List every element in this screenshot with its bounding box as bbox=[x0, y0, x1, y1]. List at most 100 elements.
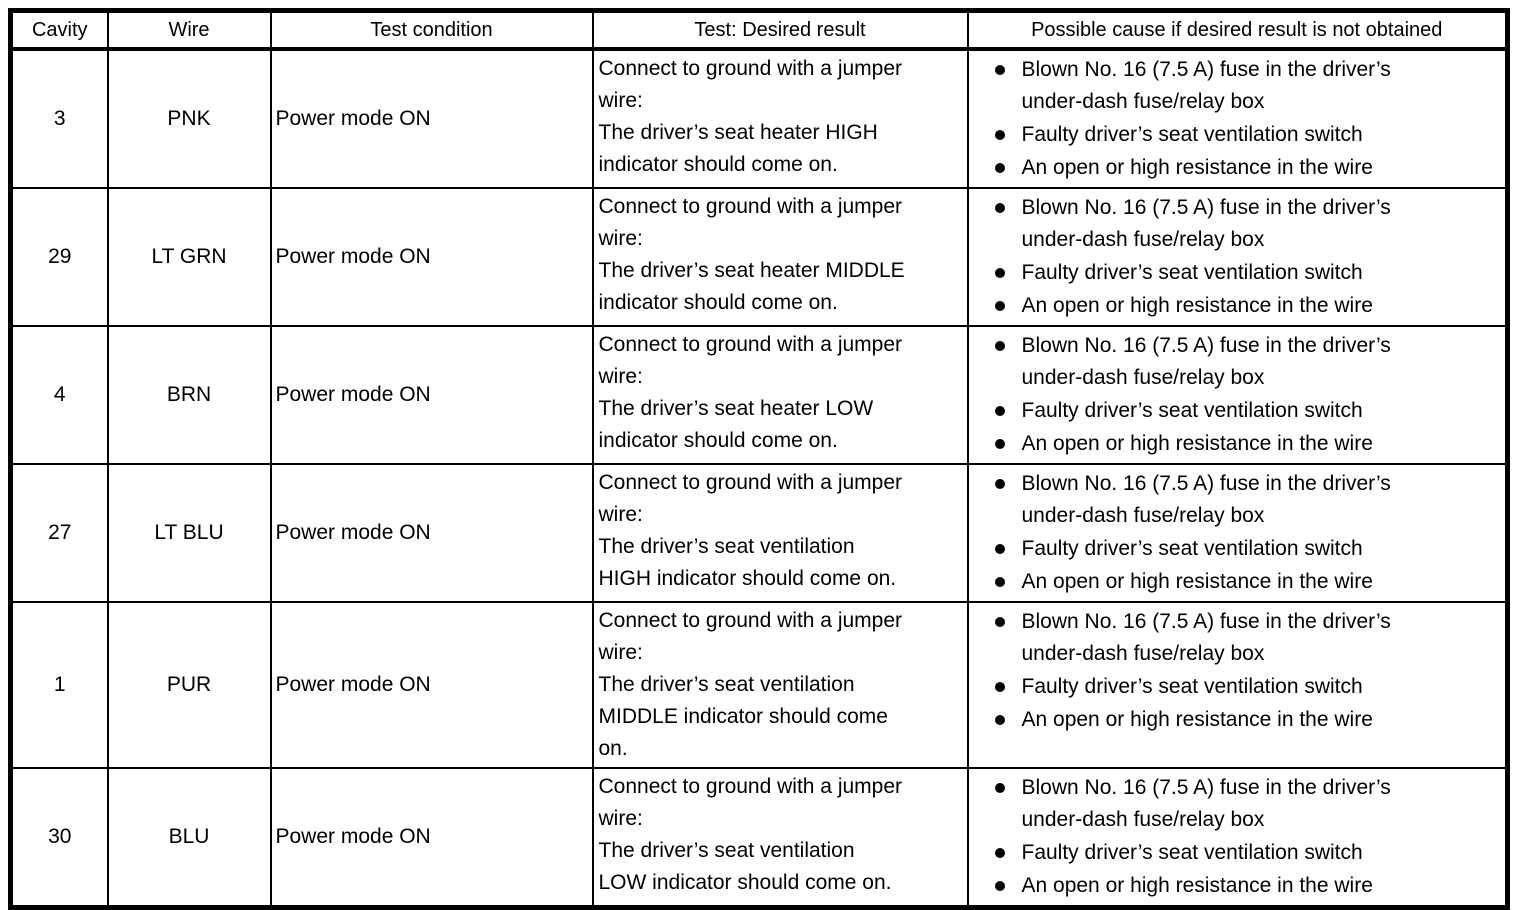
cause-text: Faulty driver’s seat ventilation switch bbox=[1021, 841, 1363, 864]
column-header-test-condition: Test condition bbox=[269, 9, 594, 51]
possible-cause-cell: Blown No. 16 (7.5 A) fuse in the driver’… bbox=[966, 463, 1509, 603]
column-header-cavity: Cavity bbox=[9, 9, 109, 51]
test-condition-cell: Power mode ON bbox=[269, 325, 594, 465]
wire-cell: LT GRN bbox=[106, 187, 272, 327]
column-header-wire: Wire bbox=[106, 9, 272, 51]
cause-item: An open or high resistance in the wire bbox=[969, 152, 1502, 184]
desired-result-text: Connect to ground with a jumper wire: Th… bbox=[598, 609, 903, 760]
desired-result-cell: Connect to ground with a jumper wire: Th… bbox=[591, 601, 969, 769]
cause-text: Blown No. 16 (7.5 A) fuse in the driver’… bbox=[1021, 610, 1391, 665]
cavity-cell: 3 bbox=[9, 48, 109, 189]
cause-item: Faulty driver’s seat ventilation switch bbox=[969, 395, 1502, 427]
bullet-icon bbox=[994, 406, 1005, 416]
wire-color-value: LT BLU bbox=[154, 521, 224, 544]
cause-text: Blown No. 16 (7.5 A) fuse in the driver’… bbox=[1021, 58, 1391, 113]
test-condition-value: Power mode ON bbox=[275, 825, 431, 848]
cause-text: Blown No. 16 (7.5 A) fuse in the driver’… bbox=[1021, 776, 1391, 831]
test-condition-cell: Power mode ON bbox=[269, 601, 594, 769]
desired-result-cell: Connect to ground with a jumper wire: Th… bbox=[591, 325, 969, 465]
wire-cell: BRN bbox=[106, 325, 272, 465]
desired-result-text: Connect to ground with a jumper wire: Th… bbox=[598, 471, 903, 590]
bullet-icon bbox=[994, 544, 1005, 554]
cause-text: An open or high resistance in the wire bbox=[1021, 708, 1373, 731]
bullet-icon bbox=[994, 617, 1005, 627]
bullet-icon bbox=[994, 341, 1005, 351]
wire-cell: LT BLU bbox=[106, 463, 272, 603]
cause-text: An open or high resistance in the wire bbox=[1021, 156, 1373, 179]
cavity-value: 30 bbox=[48, 825, 72, 848]
document-page: Cavity Wire Test condition Test: Desired… bbox=[8, 8, 1510, 910]
test-condition-value: Power mode ON bbox=[275, 107, 431, 130]
connector-pin-test-table: Cavity Wire Test condition Test: Desired… bbox=[8, 8, 1510, 910]
cause-item: Blown No. 16 (7.5 A) fuse in the driver’… bbox=[969, 192, 1502, 256]
cavity-cell: 30 bbox=[9, 767, 109, 909]
cause-item: An open or high resistance in the wire bbox=[969, 566, 1502, 598]
header-row: Cavity Wire Test condition Test: Desired… bbox=[9, 9, 1509, 51]
table-header: Cavity Wire Test condition Test: Desired… bbox=[9, 9, 1509, 51]
cause-text: Faulty driver’s seat ventilation switch bbox=[1021, 675, 1363, 698]
cause-item: Faulty driver’s seat ventilation switch bbox=[969, 533, 1502, 565]
cause-item: Blown No. 16 (7.5 A) fuse in the driver’… bbox=[969, 772, 1502, 836]
test-condition-value: Power mode ON bbox=[275, 673, 431, 696]
cavity-cell: 27 bbox=[9, 463, 109, 603]
table-row: 3 PNK Power mode ON Connect to ground wi… bbox=[9, 48, 1509, 189]
test-condition-cell: Power mode ON bbox=[269, 187, 594, 327]
cause-text: Faulty driver’s seat ventilation switch bbox=[1021, 261, 1363, 284]
cause-text: An open or high resistance in the wire bbox=[1021, 294, 1373, 317]
cavity-value: 27 bbox=[48, 521, 72, 544]
cavity-cell: 4 bbox=[9, 325, 109, 465]
cavity-value: 3 bbox=[53, 107, 66, 130]
desired-result-cell: Connect to ground with a jumper wire: Th… bbox=[591, 48, 969, 189]
test-condition-cell: Power mode ON bbox=[269, 48, 594, 189]
cause-item: Blown No. 16 (7.5 A) fuse in the driver’… bbox=[969, 468, 1502, 532]
possible-cause-cell: Blown No. 16 (7.5 A) fuse in the driver’… bbox=[966, 187, 1509, 327]
cause-item: An open or high resistance in the wire bbox=[969, 428, 1502, 460]
bullet-icon bbox=[994, 439, 1005, 449]
bullet-icon bbox=[994, 65, 1005, 75]
cause-item: Blown No. 16 (7.5 A) fuse in the driver’… bbox=[969, 606, 1502, 670]
cause-item: An open or high resistance in the wire bbox=[969, 870, 1502, 902]
desired-result-text: Connect to ground with a jumper wire: Th… bbox=[598, 775, 903, 894]
cause-item: Blown No. 16 (7.5 A) fuse in the driver’… bbox=[969, 330, 1502, 394]
bullet-icon bbox=[994, 163, 1005, 173]
bullet-icon bbox=[994, 682, 1005, 692]
wire-color-value: BRN bbox=[166, 383, 212, 406]
cavity-value: 29 bbox=[48, 245, 72, 268]
desired-result-cell: Connect to ground with a jumper wire: Th… bbox=[591, 187, 969, 327]
table-row: 4 BRN Power mode ON Connect to ground wi… bbox=[9, 325, 1509, 465]
cause-text: An open or high resistance in the wire bbox=[1021, 432, 1373, 455]
table-row: 29 LT GRN Power mode ON Connect to groun… bbox=[9, 187, 1509, 327]
bullet-icon bbox=[994, 715, 1005, 725]
bullet-icon bbox=[994, 577, 1005, 587]
cause-text: Faulty driver’s seat ventilation switch bbox=[1021, 537, 1363, 560]
wire-cell: BLU bbox=[106, 767, 272, 909]
table-body: 3 PNK Power mode ON Connect to ground wi… bbox=[9, 48, 1509, 909]
cause-item: Blown No. 16 (7.5 A) fuse in the driver’… bbox=[969, 54, 1502, 118]
bullet-icon bbox=[994, 203, 1005, 213]
table-row: 27 LT BLU Power mode ON Connect to groun… bbox=[9, 463, 1509, 603]
bullet-icon bbox=[994, 268, 1005, 278]
test-condition-value: Power mode ON bbox=[275, 383, 431, 406]
wire-color-value: PNK bbox=[167, 107, 211, 130]
test-condition-value: Power mode ON bbox=[275, 245, 431, 268]
wire-cell: PUR bbox=[106, 601, 272, 769]
cause-item: Faulty driver’s seat ventilation switch bbox=[969, 671, 1502, 703]
cavity-value: 1 bbox=[53, 673, 66, 696]
bullet-icon bbox=[994, 130, 1005, 140]
table-row: 30 BLU Power mode ON Connect to ground w… bbox=[9, 767, 1509, 909]
test-condition-cell: Power mode ON bbox=[269, 767, 594, 909]
column-header-desired-result: Test: Desired result bbox=[591, 9, 969, 51]
possible-cause-cell: Blown No. 16 (7.5 A) fuse in the driver’… bbox=[966, 767, 1509, 909]
bullet-icon bbox=[994, 479, 1005, 489]
cause-text: An open or high resistance in the wire bbox=[1021, 570, 1373, 593]
bullet-icon bbox=[994, 848, 1005, 858]
possible-cause-cell: Blown No. 16 (7.5 A) fuse in the driver’… bbox=[966, 601, 1509, 769]
desired-result-cell: Connect to ground with a jumper wire: Th… bbox=[591, 767, 969, 909]
bullet-icon bbox=[994, 783, 1005, 793]
cause-text: Blown No. 16 (7.5 A) fuse in the driver’… bbox=[1021, 196, 1391, 251]
cavity-cell: 1 bbox=[9, 601, 109, 769]
cause-text: Faulty driver’s seat ventilation switch bbox=[1021, 123, 1363, 146]
desired-result-text: Connect to ground with a jumper wire: Th… bbox=[598, 195, 905, 314]
cavity-cell: 29 bbox=[9, 187, 109, 327]
desired-result-text: Connect to ground with a jumper wire: Th… bbox=[598, 57, 903, 176]
